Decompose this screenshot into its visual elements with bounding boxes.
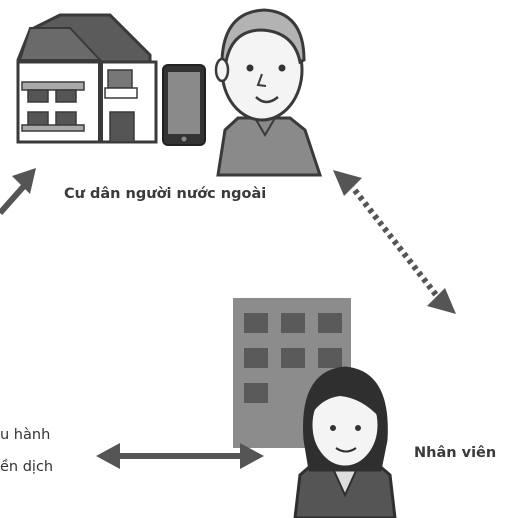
smartphone-icon (162, 64, 206, 146)
arrow-left-staff-double (96, 443, 264, 469)
arrow-resident-staff-dotted (333, 170, 456, 314)
house-icon (16, 13, 158, 144)
left-label-line2: ền dịch (0, 459, 54, 475)
staff-label: Nhân viên (414, 445, 497, 461)
woman-staff-icon (293, 366, 397, 518)
man-avatar-icon (214, 8, 323, 177)
left-label-line1: u hành (0, 427, 51, 443)
resident-label: Cư dân người nước ngoài (64, 186, 267, 202)
arrow-left-to-resident (0, 168, 36, 215)
